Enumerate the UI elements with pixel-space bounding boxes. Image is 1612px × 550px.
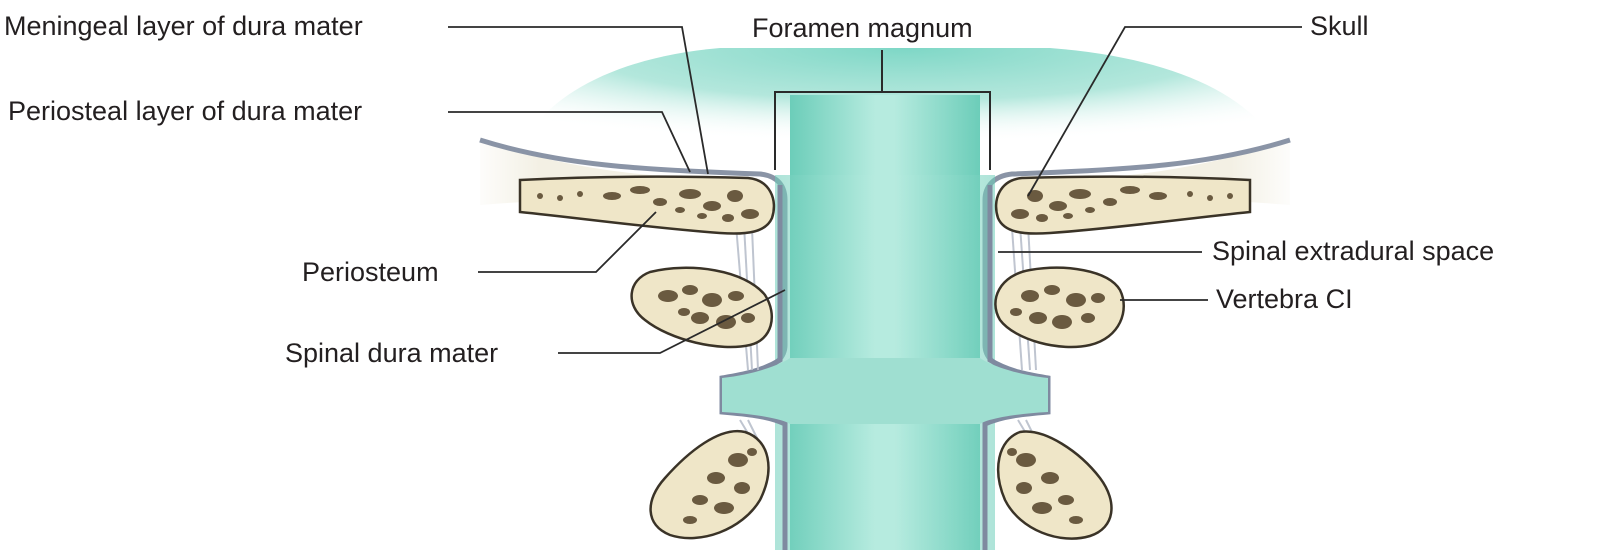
label-periosteal-layer: Periosteal layer of dura mater — [8, 95, 362, 127]
label-foramen-magnum: Foramen magnum — [752, 12, 973, 44]
label-meningeal-layer: Meningeal layer of dura mater — [4, 10, 363, 42]
label-spinal-dura-mater: Spinal dura mater — [285, 337, 498, 369]
skull-bone-left — [520, 177, 774, 234]
vertebra-lower-right — [998, 432, 1111, 539]
label-skull: Skull — [1310, 10, 1369, 42]
label-periosteum: Periosteum — [302, 256, 439, 288]
label-vertebra-c1: Vertebra CI — [1216, 283, 1353, 315]
label-spinal-extradural-space: Spinal extradural space — [1212, 235, 1494, 267]
vertebra-lower-left — [651, 431, 769, 538]
vertebra-c1-right — [995, 268, 1123, 347]
csf-sleeve — [722, 358, 1048, 424]
